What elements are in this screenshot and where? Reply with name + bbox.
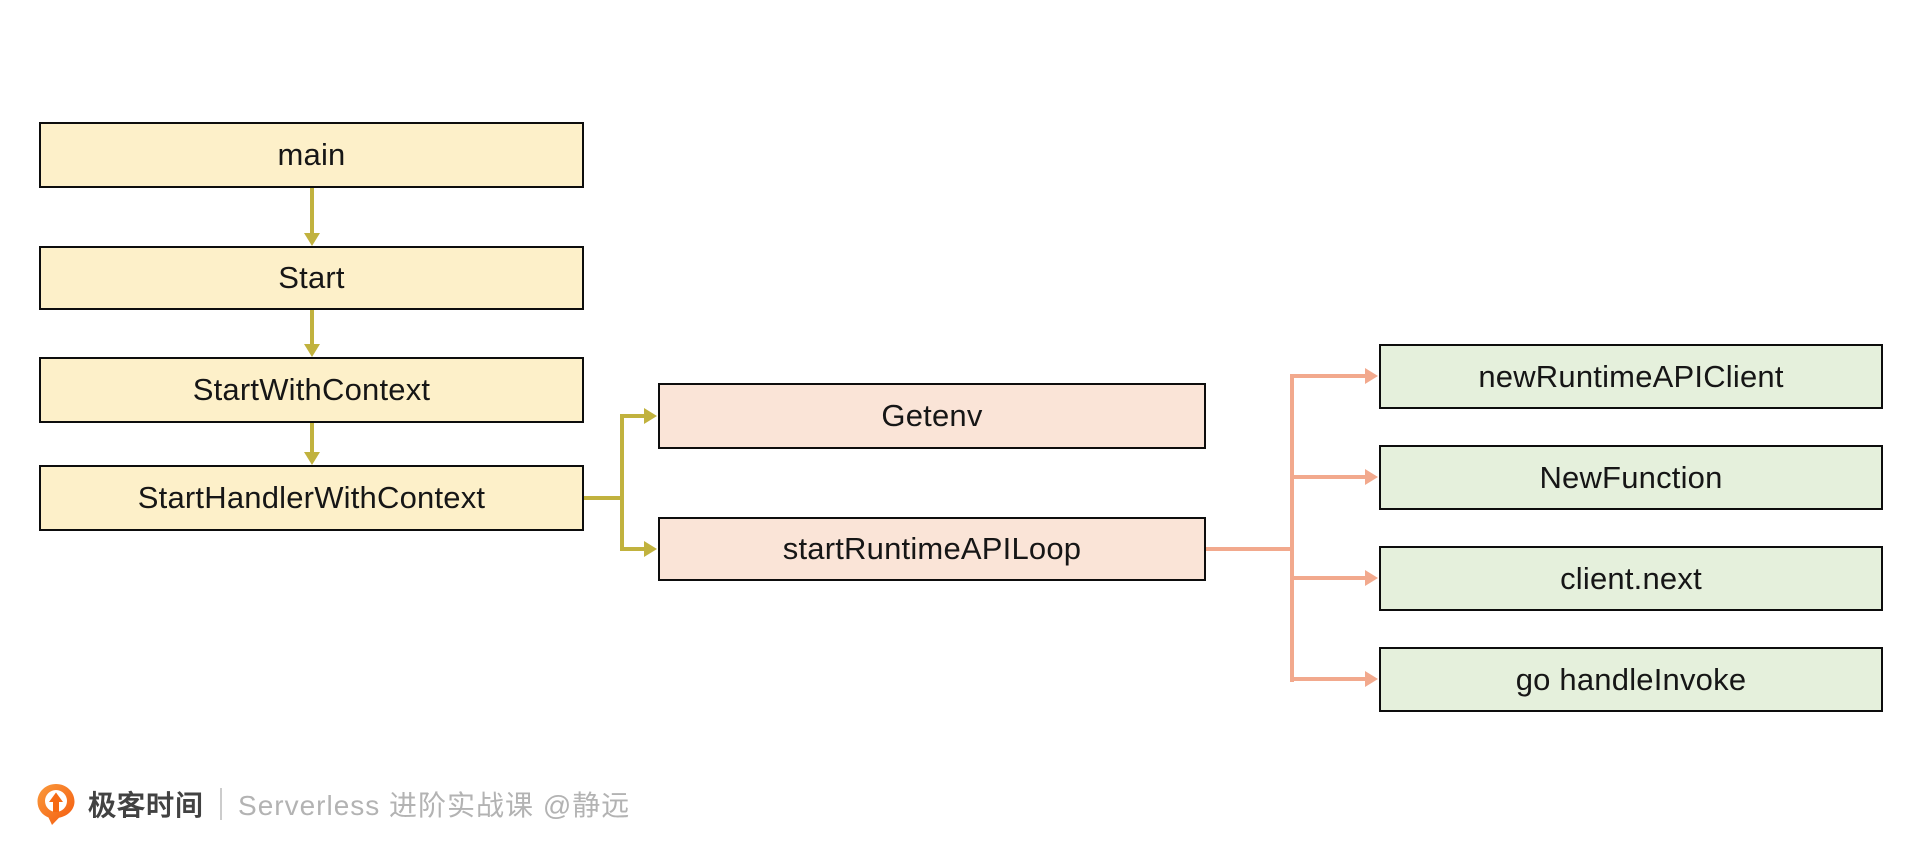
brand-name: 极客时间 — [88, 790, 205, 821]
arrowhead-right-icon — [1365, 368, 1378, 384]
footer-brand-bar: 极客时间 Serverless 进阶实战课 @静远 — [36, 782, 630, 826]
node-start-with-context: StartWithContext — [39, 357, 584, 423]
edge-start-to-startwithcontext — [310, 310, 314, 345]
node-new-function: NewFunction — [1379, 445, 1883, 510]
edge-to-clientnext — [1294, 576, 1366, 580]
arrowhead-down-icon — [304, 452, 320, 465]
arrowhead-right-icon — [1365, 570, 1378, 586]
arrowhead-right-icon — [644, 408, 657, 424]
edge-to-gohandleinvoke — [1294, 677, 1366, 681]
node-new-runtime-api-client: newRuntimeAPIClient — [1379, 344, 1883, 409]
arrowhead-right-icon — [644, 541, 657, 557]
node-go-handle-invoke: go handleInvoke — [1379, 647, 1883, 712]
arrowhead-down-icon — [304, 344, 320, 357]
node-start-handler-with-context: StartHandlerWithContext — [39, 465, 584, 531]
edge-to-getenv — [622, 414, 645, 418]
node-getenv: Getenv — [658, 383, 1206, 449]
edge-starthandler-stub — [584, 496, 622, 500]
edge-loop-stub — [1206, 547, 1292, 551]
node-client-next: client.next — [1379, 546, 1883, 611]
arrowhead-right-icon — [1365, 671, 1378, 687]
arrowhead-right-icon — [1365, 469, 1378, 485]
edge-startwithcontext-to-starthandler — [310, 423, 314, 453]
node-start: Start — [39, 246, 584, 310]
node-start-runtime-api-loop: startRuntimeAPILoop — [658, 517, 1206, 581]
course-credit: Serverless 进阶实战课 @静远 — [238, 790, 631, 821]
edge-main-to-start — [310, 188, 314, 234]
geektime-logo-icon — [36, 782, 76, 826]
footer-separator — [220, 788, 223, 820]
edge-to-newfunction — [1294, 475, 1366, 479]
edge-to-newruntimeapiclient — [1294, 374, 1366, 378]
node-main: main — [39, 122, 584, 188]
edge-to-startruntimeapiloop — [622, 547, 645, 551]
edge-loop-trunk — [1290, 374, 1294, 682]
edge-starthandler-trunk — [620, 414, 624, 551]
arrowhead-down-icon — [304, 233, 320, 246]
